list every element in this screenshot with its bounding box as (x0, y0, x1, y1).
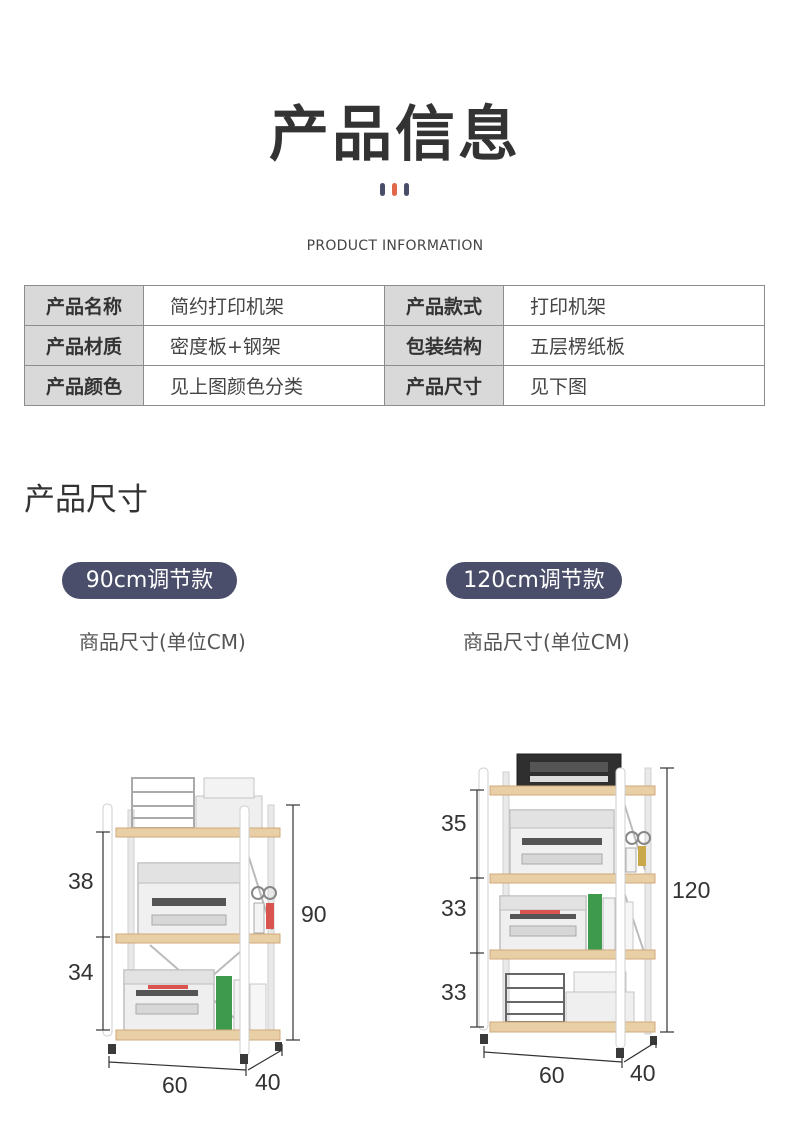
dimension-right-shelf-2: 33 (441, 895, 467, 921)
title-decoration-bar-1 (380, 183, 385, 196)
printer-bottom (123, 969, 215, 1035)
info-value-size: 见下图 (503, 365, 765, 406)
info-key-name: 产品名称 (24, 285, 144, 326)
storage-boxes (195, 777, 263, 831)
badge-120cm: 120cm调节款 (446, 562, 622, 599)
document-tray (131, 777, 195, 829)
dimension-lines-right (470, 767, 674, 1068)
printer-top (516, 753, 622, 787)
unit-label-right: 商品尺寸(单位CM) (463, 630, 630, 654)
rack-120cm-illustration (478, 753, 657, 1058)
product-info-table: 产品名称 简约打印机架 产品款式 打印机架 产品材质 密度板+钢架 包装结构 五… (24, 285, 765, 406)
file-folders-right (588, 894, 634, 953)
info-value-name: 简约打印机架 (143, 285, 385, 326)
hooks-accessories (251, 886, 277, 934)
info-key-color: 产品颜色 (24, 365, 144, 406)
info-key-style: 产品款式 (384, 285, 504, 326)
printer-middle (137, 862, 241, 942)
dimension-left-total-height: 90 (301, 901, 327, 927)
printer-second (509, 809, 615, 877)
badge-90cm: 90cm调节款 (62, 562, 237, 599)
info-key-packaging: 包装结构 (384, 325, 504, 366)
page-subtitle: PRODUCT INFORMATION (306, 238, 484, 254)
hooks-accessories-right (625, 831, 651, 873)
table-row: 产品材质 密度板+钢架 包装结构 五层楞纸板 (24, 325, 765, 366)
dimension-left-shelf-2: 34 (68, 959, 94, 985)
table-row: 产品名称 简约打印机架 产品款式 打印机架 (24, 285, 765, 326)
info-key-material: 产品材质 (24, 325, 144, 366)
printer-third (499, 895, 587, 953)
page-title: 产品信息 (269, 100, 521, 170)
dimension-right-depth: 40 (630, 1060, 656, 1086)
dimension-right-shelf-3: 33 (441, 979, 467, 1005)
title-decoration-bar-3 (404, 183, 409, 196)
dimension-right-width: 60 (539, 1062, 565, 1088)
info-value-style: 打印机架 (503, 285, 765, 326)
dimension-left-shelf-1: 38 (68, 868, 94, 894)
table-row: 产品颜色 见上图颜色分类 产品尺寸 见下图 (24, 365, 765, 406)
info-value-material: 密度板+钢架 (143, 325, 385, 366)
dimension-right-shelf-1: 35 (441, 810, 467, 836)
dimension-lines-left (96, 804, 300, 1076)
rack-90cm-illustration (102, 777, 282, 1064)
info-key-size: 产品尺寸 (384, 365, 504, 406)
dimension-right-total-height: 120 (672, 877, 710, 903)
title-decoration-bar-2 (392, 183, 397, 196)
document-tray-right (505, 973, 565, 1023)
unit-label-left: 商品尺寸(单位CM) (79, 630, 246, 654)
info-value-color: 见上图颜色分类 (143, 365, 385, 406)
dimension-left-width: 60 (162, 1072, 188, 1098)
size-section-title: 产品尺寸 (24, 482, 148, 518)
dimension-left-depth: 40 (255, 1069, 281, 1095)
